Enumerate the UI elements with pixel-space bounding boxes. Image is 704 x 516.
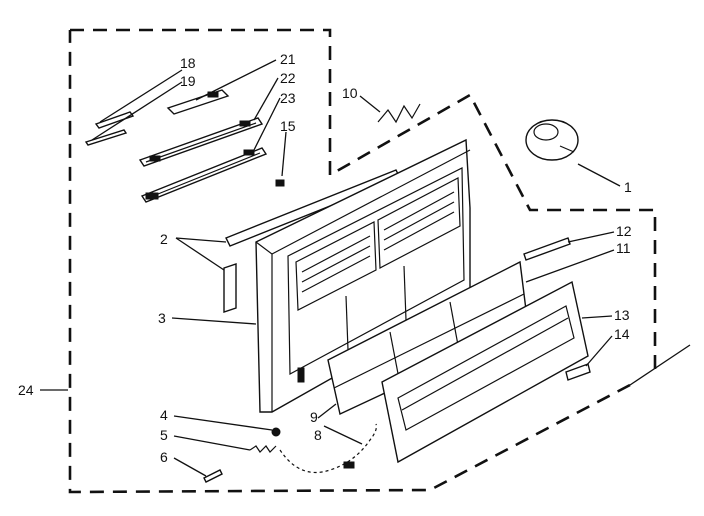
label-2: 2	[160, 231, 168, 247]
boundary-extension-line	[629, 344, 691, 386]
part-18-strip	[94, 111, 135, 129]
label-23: 23	[280, 90, 296, 106]
label-19: 19	[180, 73, 196, 89]
callout-labels: 18 19 21 22 23 15 10 1 2 3 12 11 13 14 2…	[18, 51, 632, 465]
leader-lines	[40, 59, 621, 477]
label-11: 11	[616, 240, 631, 256]
part-1-knob	[525, 119, 579, 161]
label-10: 10	[342, 85, 358, 101]
label-8: 8	[314, 427, 322, 443]
part-4-nut	[271, 427, 281, 437]
label-21: 21	[280, 51, 296, 67]
part-5-spring	[249, 445, 277, 453]
part-12-strip	[523, 237, 571, 261]
part-8-chain	[279, 423, 377, 474]
part-22-rail	[138, 117, 264, 167]
label-5: 5	[160, 427, 168, 443]
part-19-strip	[84, 129, 128, 146]
part-3-cabinet-front	[255, 138, 471, 413]
part-13-grille-panel	[381, 280, 589, 464]
label-1: 1	[624, 179, 632, 195]
label-24: 24	[18, 382, 34, 398]
label-6: 6	[160, 449, 168, 465]
label-9: 9	[310, 409, 318, 425]
part-14-plate	[565, 363, 591, 381]
part-2-side-strip	[223, 263, 237, 313]
label-15: 15	[280, 118, 296, 134]
part-15-screw	[275, 179, 285, 187]
label-22: 22	[280, 70, 296, 86]
label-18: 18	[180, 55, 196, 71]
part-23-rail	[140, 147, 268, 203]
part-6-pin	[203, 469, 223, 483]
label-3: 3	[158, 310, 166, 326]
assembly-boundary	[68, 28, 657, 494]
label-12: 12	[616, 223, 632, 239]
label-4: 4	[160, 407, 168, 423]
label-14: 14	[614, 326, 630, 342]
part-10-clip	[377, 103, 421, 124]
label-13: 13	[614, 307, 630, 323]
part-21-bracket	[166, 89, 230, 115]
